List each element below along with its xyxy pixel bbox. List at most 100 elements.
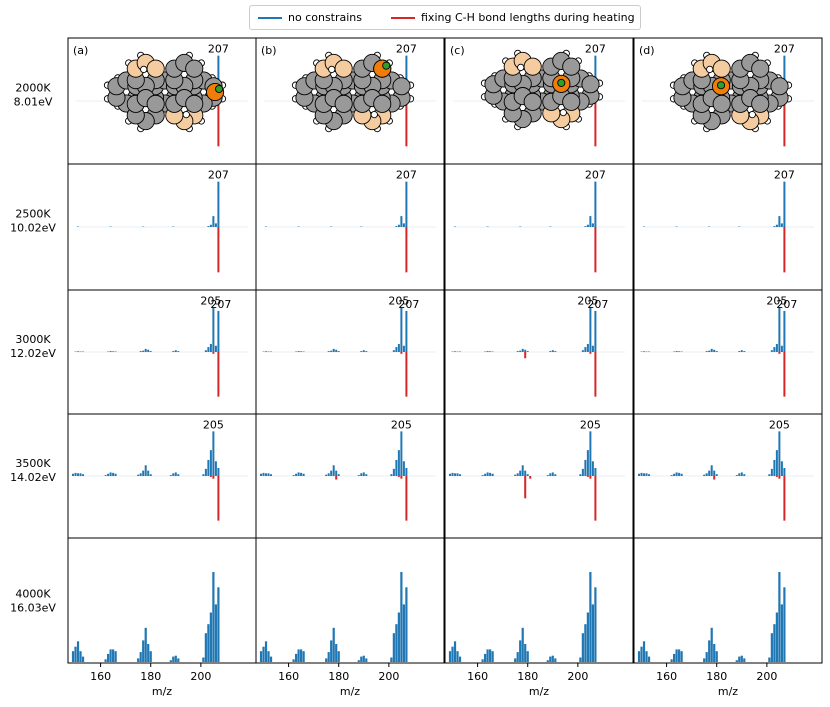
bar-blue [212, 572, 215, 662]
bar-blue [738, 656, 741, 662]
bar-blue [481, 475, 484, 476]
bar-blue [265, 473, 268, 476]
bar-blue [147, 349, 150, 352]
bar-blue [212, 431, 215, 476]
bar-blue [137, 474, 140, 476]
bar-blue [773, 624, 776, 662]
carbon-atom [392, 77, 411, 96]
bar-blue [207, 226, 210, 227]
bar-blue [670, 475, 673, 476]
bar-blue [259, 651, 263, 662]
bar-blue [675, 649, 678, 662]
bar-blue [109, 472, 112, 476]
bar-blue [300, 472, 303, 476]
bar-blue [325, 474, 328, 476]
spectrum-panel [255, 537, 445, 664]
bar-blue [453, 641, 457, 662]
bar-blue [327, 351, 330, 352]
bar-blue [715, 474, 718, 476]
carbon-atom [562, 57, 581, 76]
x-tick-label: 200 [378, 670, 399, 683]
deuterium-atom [215, 84, 224, 94]
bar-blue [295, 653, 298, 662]
bar-blue [589, 216, 592, 227]
peak-label: 205 [388, 294, 409, 307]
bar-blue [260, 473, 263, 476]
bar-red [778, 352, 781, 354]
bar-blue [147, 470, 150, 476]
bar-red [589, 352, 592, 354]
bar-blue [783, 55, 786, 101]
bar-blue [594, 587, 597, 662]
bar-blue [267, 651, 270, 662]
panel-label: (a) [73, 44, 88, 57]
bar-red [212, 476, 215, 479]
bar-blue [335, 644, 338, 662]
bar-blue [708, 350, 711, 352]
bar-blue [743, 474, 746, 476]
bar-blue [392, 350, 395, 352]
x-tick-label: 160 [278, 670, 299, 683]
x-axis-label: m/z [529, 685, 549, 698]
spectrum-panel: 205 [67, 413, 257, 539]
bar-blue [524, 470, 527, 476]
bar-blue [300, 649, 303, 662]
bar-blue [112, 472, 115, 476]
bar-blue [648, 474, 651, 476]
bar-blue [330, 470, 333, 476]
bar-blue [591, 345, 594, 352]
bar-blue [705, 652, 708, 662]
carbon-atom [712, 94, 731, 113]
bar-blue [104, 659, 107, 662]
panel-frame [444, 537, 634, 664]
bar-blue [773, 226, 776, 227]
bar-blue [481, 659, 484, 662]
peak-label: 207 [585, 43, 606, 56]
hydrogen-atom [182, 110, 190, 119]
bar-blue [402, 461, 405, 476]
bar-blue [144, 627, 147, 662]
peak-label: 207 [774, 169, 795, 182]
bar-blue [104, 475, 107, 476]
bar-red [400, 352, 403, 354]
bar-blue [269, 656, 273, 662]
bar-blue [551, 655, 554, 662]
hydrogen-atom [748, 110, 756, 119]
bar-blue [297, 351, 300, 352]
bar-blue [456, 651, 459, 662]
bar-blue [360, 473, 363, 476]
bar-blue [586, 612, 589, 662]
bar-blue [72, 473, 75, 476]
panel-frame [255, 537, 445, 664]
bar-blue [395, 226, 398, 227]
bar-blue [451, 646, 454, 662]
bar-red [217, 476, 220, 521]
panel-label: (b) [261, 44, 277, 57]
bar-blue [708, 640, 711, 662]
spectrum-panel [633, 537, 823, 664]
bar-blue [516, 652, 519, 662]
bar-blue [549, 473, 552, 476]
bar-blue [589, 307, 592, 352]
bar-blue [459, 474, 462, 476]
bar-blue [680, 473, 683, 476]
bar-red [594, 352, 597, 397]
bar-blue [778, 216, 781, 227]
peak-label: 207 [396, 169, 417, 182]
bar-blue [546, 660, 549, 662]
bar-blue [486, 351, 489, 352]
row-label-temperature: 3000K [15, 333, 51, 346]
bar-blue [678, 351, 681, 352]
row-labels: 2000K8.01eV2500K10.02eV3000K12.02eV3500K… [10, 82, 56, 615]
bar-blue [678, 649, 681, 662]
x-tick-label: 200 [190, 670, 211, 683]
bar-blue [79, 651, 82, 662]
bar-blue [365, 351, 368, 352]
spectrum-panel: 207 [255, 163, 445, 291]
bar-blue [400, 216, 403, 227]
spectrum-panel: 207 [444, 163, 634, 291]
bar-blue [172, 351, 175, 352]
bar-red [783, 227, 786, 273]
